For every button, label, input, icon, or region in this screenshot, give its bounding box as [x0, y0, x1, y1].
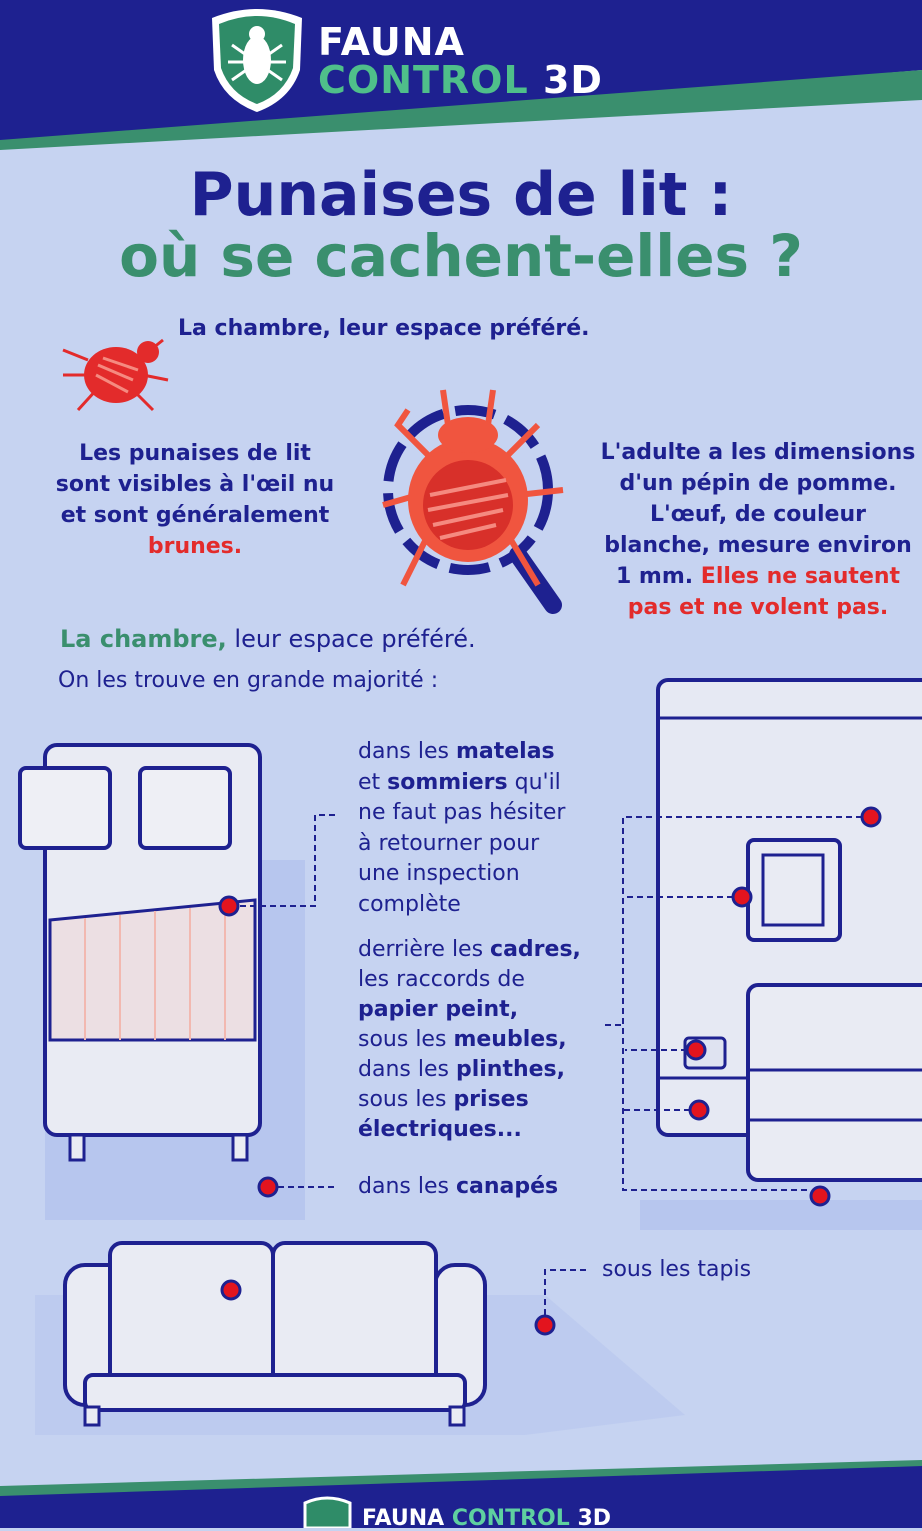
location-canapes: dans les canapés	[358, 1174, 559, 1199]
page-subtitle: où se cachent-elles ?	[119, 222, 803, 290]
hotspot-meubles	[809, 1185, 831, 1207]
hotspot-tapis	[534, 1314, 556, 1336]
hotspot-canapes	[257, 1176, 279, 1198]
bedbug-small-icon	[62, 338, 169, 412]
page-title: Punaises de lit :	[189, 160, 733, 230]
bed-illustration	[18, 743, 335, 1220]
brand-name-line1: FAUNA	[318, 20, 465, 64]
footer-brand: FAUNA CONTROL 3D	[362, 1506, 612, 1531]
sofa-illustration	[35, 1241, 685, 1435]
hotspot-prises	[685, 1039, 707, 1061]
shield-logo-icon	[212, 9, 302, 112]
location-cadres: derrière les cadres, les raccords de pap…	[358, 937, 581, 1142]
footer-logo-icon	[303, 1496, 352, 1528]
hotspot-matelas	[218, 895, 240, 917]
hotspot-sofa	[220, 1279, 242, 1301]
wall-furniture-illustration	[605, 678, 922, 1230]
footer-banner	[0, 1460, 922, 1528]
magnifier-bedbug-icon	[382, 389, 564, 614]
intro-heading: La chambre, leur espace préféré.	[178, 316, 590, 341]
hotspot-cadres	[731, 886, 753, 908]
section-heading: La chambre, leur espace préféré.	[60, 625, 476, 653]
hotspot-wall	[860, 806, 882, 828]
section-subheading: On les trouve en grande majorité :	[58, 668, 439, 693]
header-banner	[0, 0, 922, 150]
brand-name-line2: CONTROL 3D	[318, 58, 603, 102]
hotspot-plinthes	[688, 1099, 710, 1121]
location-matelas: dans les matelas et sommiers qu'il ne fa…	[358, 739, 566, 917]
location-tapis: sous les tapis	[602, 1257, 752, 1282]
